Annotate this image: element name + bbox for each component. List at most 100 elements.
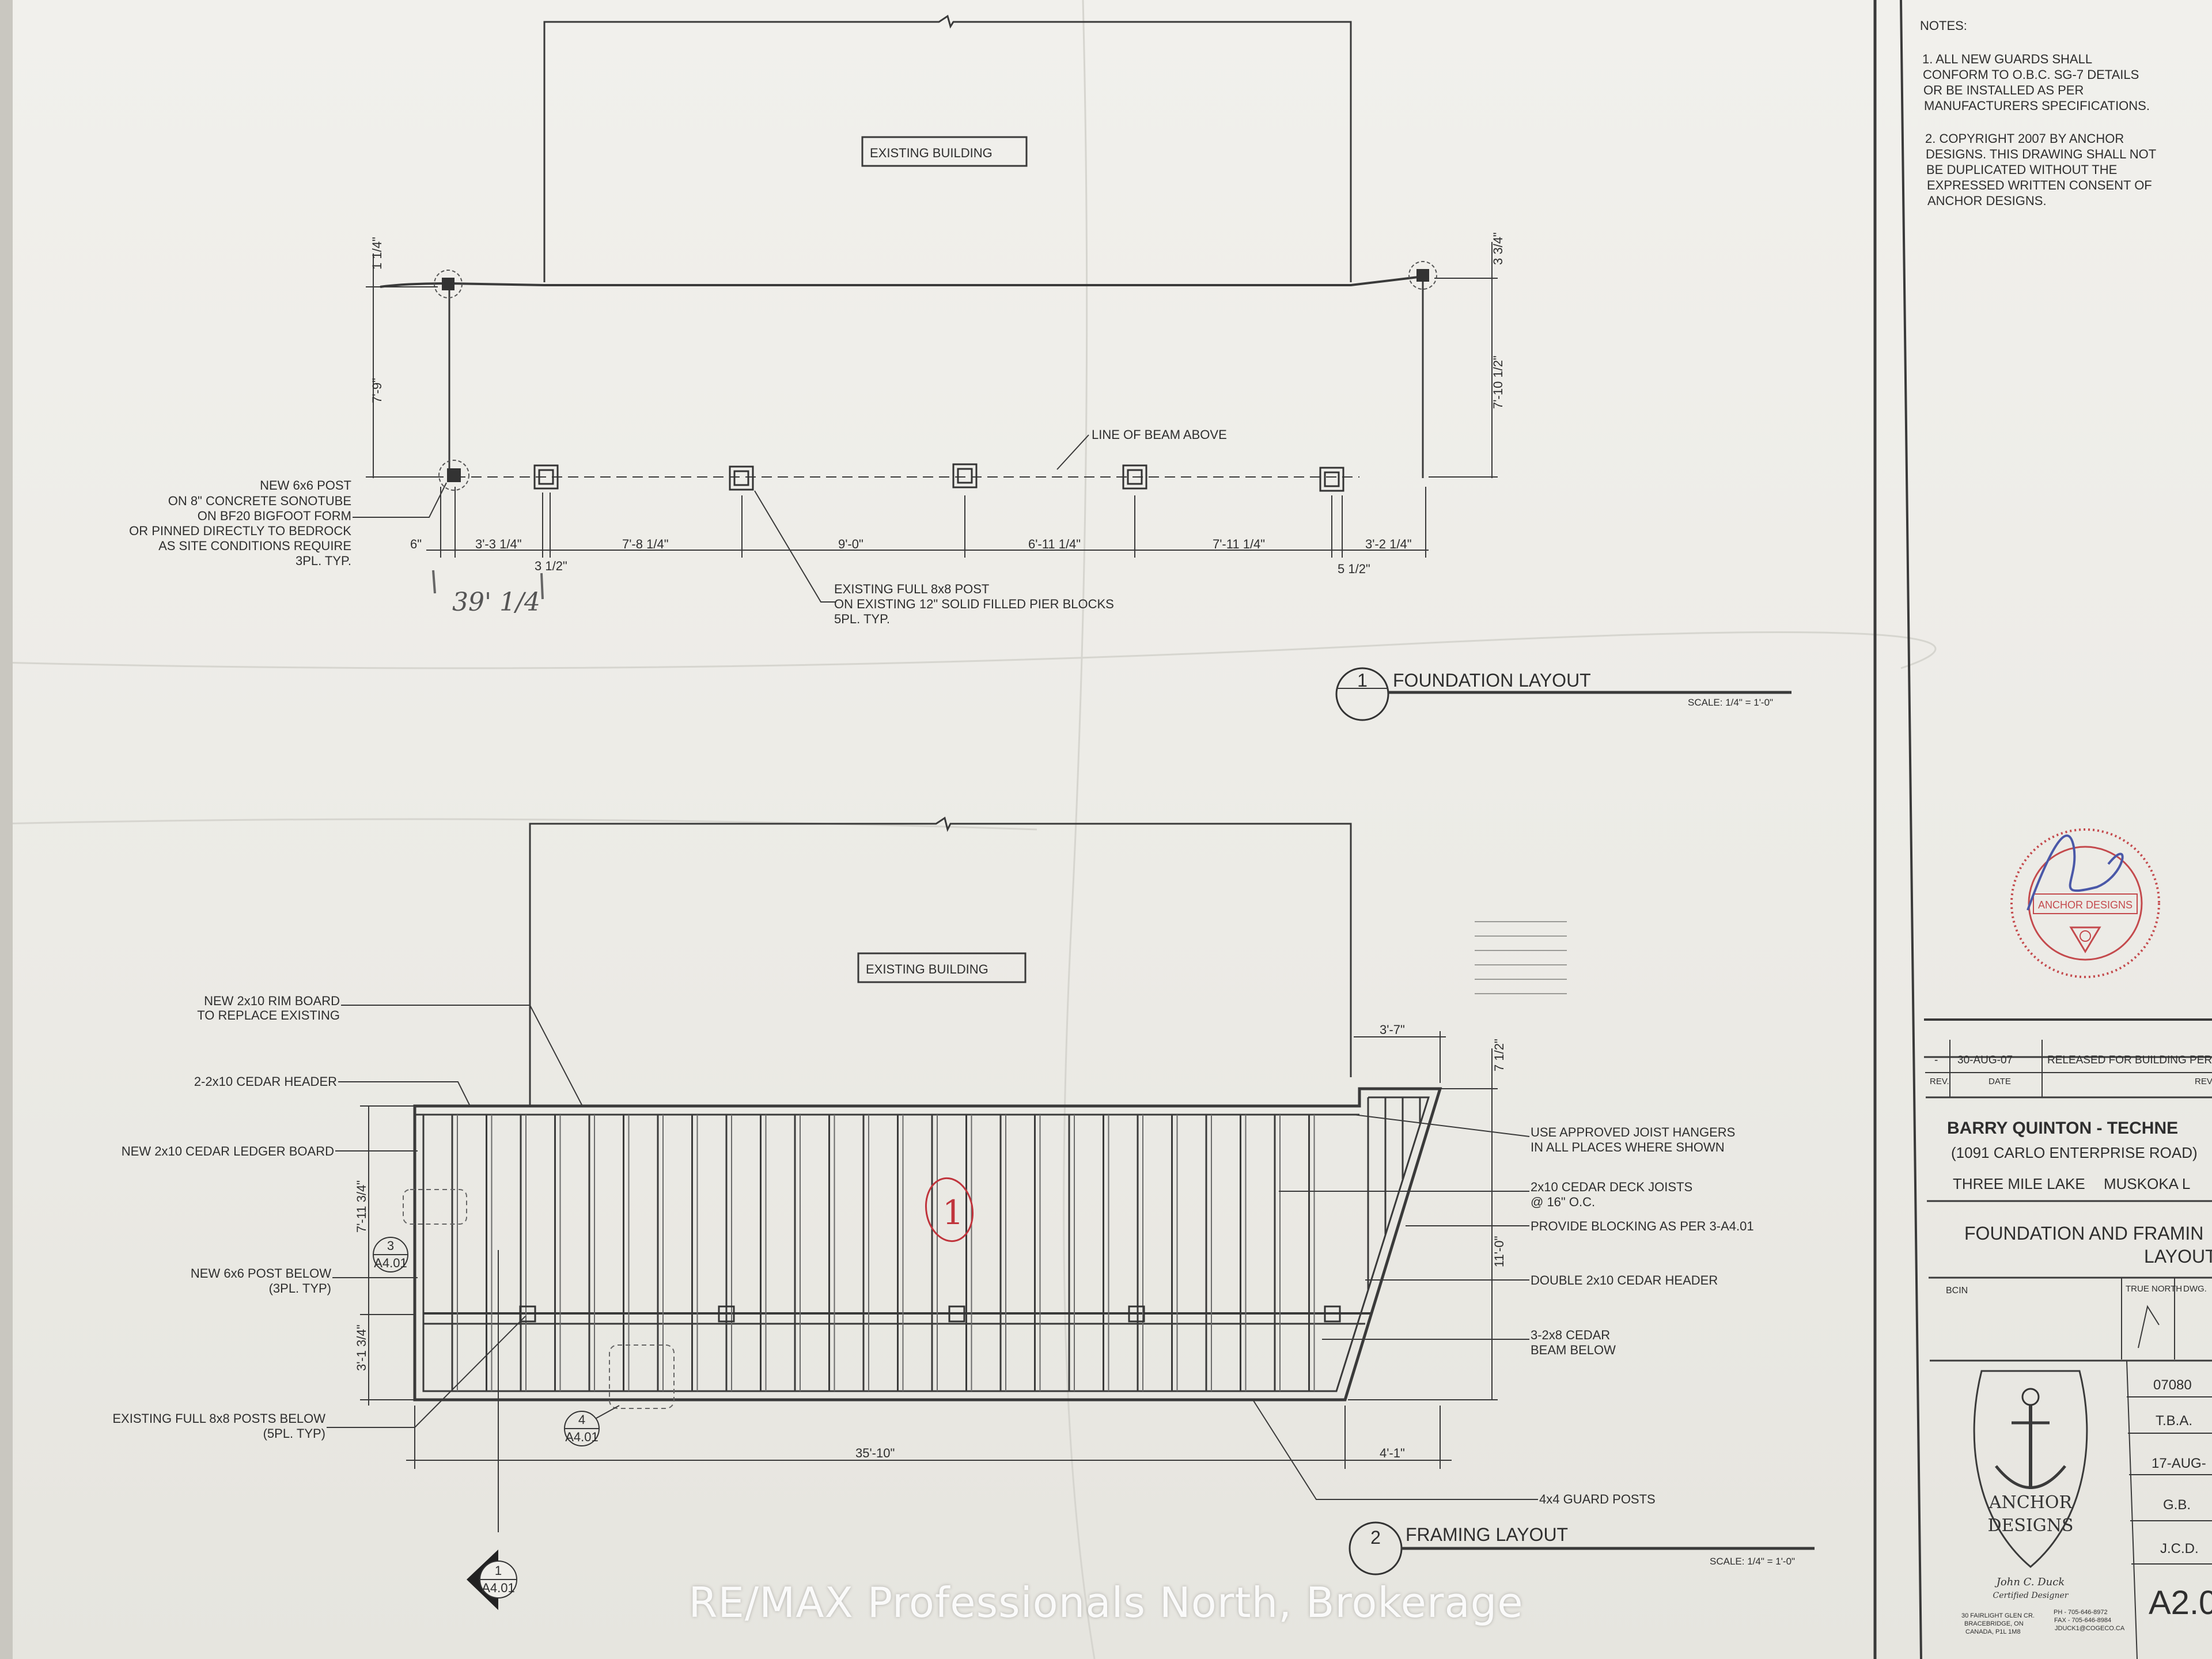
framing-scale: SCALE: 1/4" = 1'-0" xyxy=(1710,1556,1795,1567)
existing-posts xyxy=(533,463,1344,492)
svg-text:OR PINNED DIRECTLY TO BEDROCK: OR PINNED DIRECTLY TO BEDROCK xyxy=(129,524,351,538)
svg-text:DWG.: DWG. xyxy=(2183,1284,2207,1294)
svg-text:NEW 6x6 POST: NEW 6x6 POST xyxy=(260,478,351,493)
framing-dim-top-right-v: 7 1/2" xyxy=(1492,1039,1506,1071)
svg-text:5PL. TYP.: 5PL. TYP. xyxy=(834,612,890,626)
svg-text:NEW 6x6 POST BELOW: NEW 6x6 POST BELOW xyxy=(191,1266,331,1281)
tb-designer-title: Certified Designer xyxy=(1993,1591,2069,1600)
framing-dim-left-lower: 3'-1 3/4" xyxy=(354,1324,369,1371)
foundation-building-label: EXISTING BUILDING xyxy=(870,146,993,160)
svg-text:ANCHOR DESIGNS.: ANCHOR DESIGNS. xyxy=(1927,194,2047,208)
framing-building-label-box xyxy=(857,952,1027,983)
callout-1-a401: 1 A4.01 xyxy=(467,1250,517,1610)
svg-text:4x4 GUARD POSTS: 4x4 GUARD POSTS xyxy=(1539,1492,1656,1506)
framing-dim-left-upper: 7'-11 3/4" xyxy=(354,1180,369,1233)
foundation-dim-left-height: 7'-9" xyxy=(370,378,384,403)
svg-text:-: - xyxy=(1934,1054,1938,1066)
foundation-dim-right-height: 7'-10 1/2" xyxy=(1491,355,1505,409)
foundation-layout: EXISTING BUILDING LINE OF BEAM ABOVE xyxy=(129,14,1791,721)
svg-text:EXISTING FULL 8x8 POST: EXISTING FULL 8x8 POST xyxy=(834,582,989,596)
svg-text:@ 16" O.C.: @ 16" O.C. xyxy=(1531,1195,1595,1209)
svg-text:DATE: DATE xyxy=(1988,1077,2011,1086)
page-left-edge xyxy=(0,0,13,1659)
svg-text:A4.01: A4.01 xyxy=(565,1430,599,1444)
foundation-dim-1-sub: 3 1/2" xyxy=(535,559,567,573)
svg-text:BE DUPLICATED WITHOUT THE: BE DUPLICATED WITHOUT THE xyxy=(1926,162,2117,177)
svg-text:30 FAIRLIGHT GLEN CR.: 30 FAIRLIGHT GLEN CR. xyxy=(1961,1612,2035,1619)
foundation-dim-left-top: 1 1/4" xyxy=(370,237,384,270)
foundation-title-number: 1 xyxy=(1357,670,1368,691)
svg-text:30-AUG-07: 30-AUG-07 xyxy=(1957,1054,2013,1066)
tb-date: 17-AUG- xyxy=(2152,1456,2206,1471)
new-post-top-left xyxy=(434,270,463,298)
foundation-dim-5-sub: 5 1/2" xyxy=(1338,562,1370,576)
svg-text:2x10 CEDAR DECK JOISTS: 2x10 CEDAR DECK JOISTS xyxy=(1531,1180,1692,1194)
svg-text:RELEASED FOR BUILDING PER: RELEASED FOR BUILDING PER xyxy=(2047,1054,2212,1066)
framing-handwritten-number: 1 xyxy=(942,1193,964,1232)
svg-text:OR BE INSTALLED AS PER: OR BE INSTALLED AS PER xyxy=(1923,83,2084,97)
framing-stair-hatch xyxy=(1475,921,1567,994)
svg-text:BCIN: BCIN xyxy=(1946,1286,1968,1296)
new-post-bottom-left xyxy=(438,460,469,491)
foundation-dim-4: 6'-11 1/4" xyxy=(1028,537,1081,551)
foundation-beam-leader xyxy=(1056,434,1089,470)
foundation-dim-5: 7'-11 1/4" xyxy=(1213,537,1265,551)
svg-text:ANCHOR: ANCHOR xyxy=(1988,1493,2073,1513)
svg-text:IN ALL PLACES WHERE SHOWN: IN ALL PLACES WHERE SHOWN xyxy=(1531,1140,1725,1154)
svg-text:REVI: REVI xyxy=(2195,1077,2212,1086)
framing-dim-top-right: 3'-7" xyxy=(1380,1022,1405,1037)
svg-text:BRACEBRIDGE, ON: BRACEBRIDGE, ON xyxy=(1964,1620,2024,1627)
framing-left-labels: NEW 2x10 RIM BOARD TO REPLACE EXISTING 2… xyxy=(112,994,582,1441)
foundation-beam-label: LINE OF BEAM ABOVE xyxy=(1092,427,1227,442)
svg-text:USE APPROVED JOIST HANGERS: USE APPROVED JOIST HANGERS xyxy=(1531,1125,1735,1139)
framing-right-labels: USE APPROVED JOIST HANGERS IN ALL PLACES… xyxy=(1252,1114,1754,1506)
foundation-existing-building-outline xyxy=(543,14,1352,282)
framing-joists xyxy=(451,1097,1421,1391)
callout-4-a401: 4 A4.01 xyxy=(564,1405,620,1446)
tb-location-a: THREE MILE LAKE xyxy=(1953,1175,2085,1192)
svg-text:PH - 705-646-8972: PH - 705-646-8972 xyxy=(2054,1609,2108,1616)
framing-dim-bottom-right: 4'-1" xyxy=(1380,1446,1405,1460)
svg-text:3PL. TYP.: 3PL. TYP. xyxy=(296,554,351,568)
svg-text:CONFORM TO O.B.C. SG-7 DETAILS: CONFORM TO O.B.C. SG-7 DETAILS xyxy=(1923,67,2139,82)
brokerage-watermark: RE/MAX Professionals North, Brokerage xyxy=(688,1578,1524,1627)
foundation-dim-6in: 6" xyxy=(410,537,422,551)
tb-drawing-title-b: LAYOUT xyxy=(2144,1246,2212,1267)
framing-posts xyxy=(519,1305,1341,1323)
foundation-handwritten-note: 39' 1/4 xyxy=(452,588,540,617)
new-post-top-right xyxy=(1408,261,1437,290)
svg-text:EXISTING FULL 8x8 POSTS BELOW: EXISTING FULL 8x8 POSTS BELOW xyxy=(112,1411,325,1426)
svg-text:3: 3 xyxy=(387,1238,394,1253)
svg-text:REV.: REV. xyxy=(1930,1077,1949,1086)
svg-text:NEW 2x10 CEDAR LEDGER BOARD: NEW 2x10 CEDAR LEDGER BOARD xyxy=(122,1144,334,1158)
tb-tba: T.B.A. xyxy=(2156,1413,2192,1429)
framing-title: FRAMING LAYOUT xyxy=(1406,1524,1568,1545)
framing-layout: EXISTING BUILDING 3'-7 xyxy=(112,816,1815,1610)
callout-3-a401: 3 A4.01 xyxy=(373,1237,408,1272)
framing-dim-right-height: 11'-0" xyxy=(1492,1236,1506,1267)
svg-text:BEAM BELOW: BEAM BELOW xyxy=(1531,1343,1616,1357)
svg-text:DOUBLE 2x10 CEDAR HEADER: DOUBLE 2x10 CEDAR HEADER xyxy=(1531,1273,1718,1287)
framing-building-label: EXISTING BUILDING xyxy=(866,962,988,976)
foundation-scale: SCALE: 1/4" = 1'-0" xyxy=(1688,697,1773,708)
foundation-building-label-box xyxy=(861,136,1028,167)
svg-text:DESIGNS: DESIGNS xyxy=(1987,1516,2073,1536)
framing-deck-outline xyxy=(413,1087,1442,1402)
svg-text:(3PL. TYP): (3PL. TYP) xyxy=(269,1281,331,1296)
framing-existing-building-outline xyxy=(529,816,1352,1106)
foundation-title: FOUNDATION LAYOUT xyxy=(1393,670,1591,691)
svg-text:ON 8" CONCRETE SONOTUBE: ON 8" CONCRETE SONOTUBE xyxy=(168,494,351,508)
foundation-dim-1: 3'-3 1/4" xyxy=(475,537,522,551)
foundation-dim-6: 3'-2 1/4" xyxy=(1365,537,1412,551)
anchor-designs-logo: ANCHOR DESIGNS xyxy=(1973,1370,2088,1568)
foundation-dim-2: 7'-8 1/4" xyxy=(622,537,669,551)
svg-text:2-2x10 CEDAR HEADER: 2-2x10 CEDAR HEADER xyxy=(194,1074,337,1089)
existing-post-note: EXISTING FULL 8x8 POST ON EXISTING 12" S… xyxy=(754,490,1114,626)
tb-checked: J.C.D. xyxy=(2160,1541,2199,1556)
svg-text:4: 4 xyxy=(578,1412,585,1427)
tb-sheet-number: A2.0 xyxy=(2149,1584,2212,1622)
svg-text:3-2x8 CEDAR: 3-2x8 CEDAR xyxy=(1531,1328,1610,1342)
svg-text:A4.01: A4.01 xyxy=(482,1581,515,1595)
new-post-note: NEW 6x6 POST ON 8" CONCRETE SONOTUBE ON … xyxy=(129,478,447,568)
